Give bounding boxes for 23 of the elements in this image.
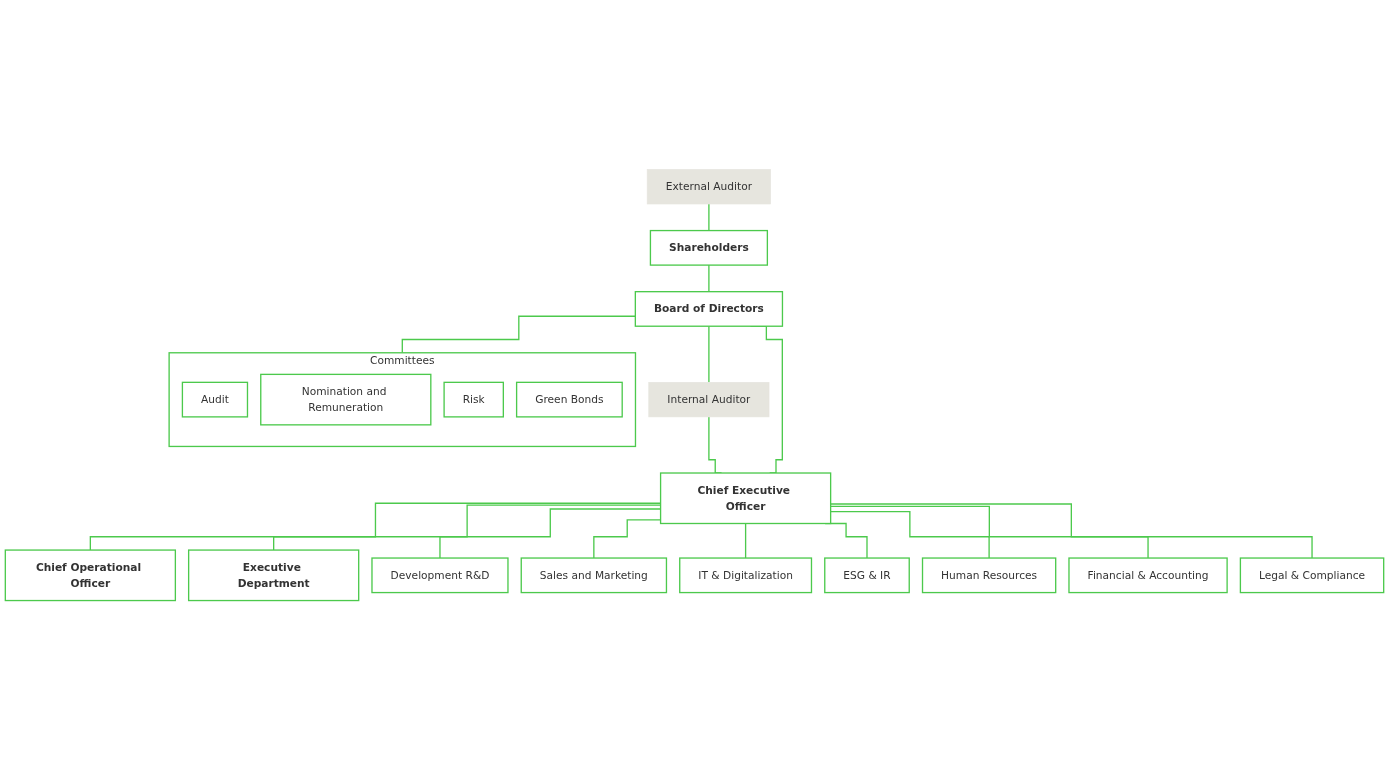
node-box: Sales and Marketing: [520, 557, 668, 594]
node-box: Chief Operational Officer: [4, 549, 177, 602]
connector: [401, 315, 636, 354]
node-box: Nomination and Remuneration: [260, 373, 432, 426]
node-box: Executive Department: [188, 549, 360, 602]
node-box: Legal & Compliance: [1239, 557, 1385, 594]
node-box: ESG & IR: [824, 557, 910, 594]
node-box: Shareholders: [649, 229, 769, 266]
node-box: IT & Digitalization: [679, 557, 813, 594]
node-box: Internal Auditor: [648, 382, 770, 418]
connector: [744, 522, 747, 559]
node-box: Chief Executive Officer: [659, 472, 832, 525]
connector: [708, 325, 710, 383]
node-box: Development R&D: [371, 557, 509, 594]
node-box: External Auditor: [646, 169, 771, 205]
node-box: Board of Directors: [634, 291, 784, 327]
node-box: Green Bonds: [515, 381, 623, 418]
node-box: Audit: [181, 381, 249, 418]
node-box: Risk: [443, 381, 504, 418]
node-box: Financial & Accounting: [1068, 557, 1228, 594]
connector: [708, 264, 710, 293]
node-box: Human Resources: [921, 557, 1057, 594]
connector: [708, 203, 710, 232]
